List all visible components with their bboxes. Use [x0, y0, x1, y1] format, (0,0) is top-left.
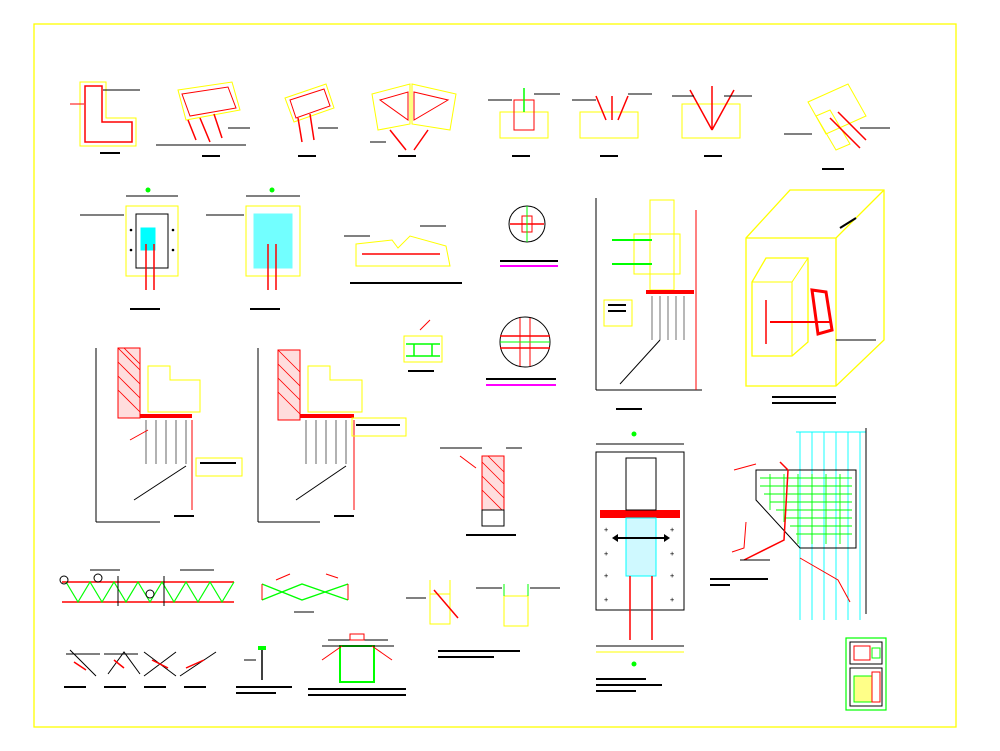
detail-hatched-column: [440, 447, 522, 536]
sheet-border: [33, 23, 957, 728]
detail-skew-1: [156, 81, 250, 157]
svg-text:+: +: [604, 526, 608, 534]
detail-row-4: [59, 569, 560, 658]
detail-column-section: [595, 198, 702, 410]
detail-base-plate-1: [80, 187, 179, 310]
svg-text:+: +: [670, 596, 674, 604]
detail-beam-seat: [344, 225, 462, 284]
detail-row-2: [80, 187, 885, 410]
detail-row-3: + + + + + + + +: [95, 347, 867, 692]
svg-text:+: +: [670, 572, 674, 580]
detail-row-1: [70, 81, 890, 170]
svg-text:+: +: [670, 526, 674, 534]
title-block: [845, 637, 887, 711]
detail-corner-l: [70, 81, 140, 154]
detail-circle-a: [500, 205, 558, 267]
detail-wall-connection-2: [257, 348, 407, 523]
svg-text:+: +: [604, 572, 608, 580]
detail-slab-grid: [710, 428, 867, 620]
svg-text:+: +: [670, 550, 674, 558]
detail-double-skew: [370, 83, 457, 157]
detail-truss: [59, 569, 235, 606]
detail-base-plate-2: [206, 187, 301, 310]
svg-text:+: +: [604, 550, 608, 558]
detail-wall-connection-1: [95, 347, 243, 523]
detail-green-box: [308, 633, 406, 696]
detail-x-brace: [261, 573, 349, 613]
svg-text:+: +: [604, 596, 608, 604]
detail-skew-2: [284, 83, 338, 157]
detail-gusset: [406, 580, 560, 658]
detail-skew-3: [784, 83, 890, 170]
detail-bracing-nodes: [64, 649, 217, 688]
detail-small-channel: [403, 319, 443, 372]
detail-post: [236, 646, 292, 694]
detail-circle-b: [486, 316, 556, 386]
detail-footing-elevation: + + + + + + + +: [595, 431, 685, 692]
detail-row-5: [64, 633, 887, 711]
detail-tee-1: [488, 88, 560, 157]
detail-isometric-box: [745, 189, 885, 404]
detail-tee-2: [572, 93, 652, 157]
detail-tee-3: [672, 86, 752, 157]
